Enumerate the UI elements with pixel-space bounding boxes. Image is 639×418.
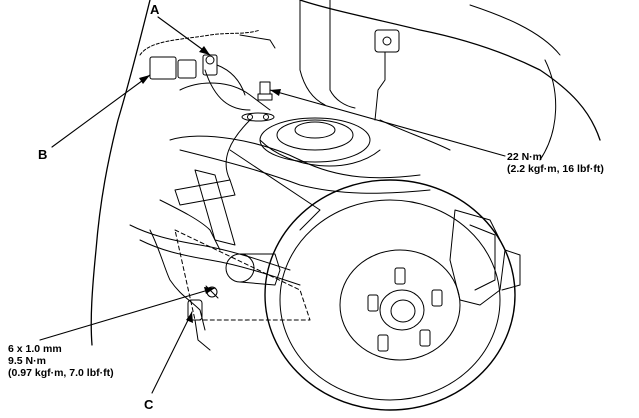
harness-bracket (374, 29, 400, 121)
sensor-connectors (139, 29, 276, 96)
hub-cylinder (174, 229, 311, 321)
brake-caliper (449, 209, 521, 306)
arrow-heads (139, 46, 281, 323)
torque-upper-value: 22 N·m (507, 151, 543, 163)
body-outline (90, 0, 601, 346)
torque-spec-lower: 6 x 1.0 mm 9.5 N·m (0.97 kgf·m, 7.0 lbf·… (8, 343, 114, 379)
upper-bolt (241, 81, 275, 122)
lower-arm-bracket (129, 169, 301, 286)
strut-assembly (225, 0, 381, 181)
knuckle-upper-arm (169, 69, 451, 231)
torque-upper-detail: (2.2 kgf·m, 16 lbf·ft) (507, 163, 604, 175)
torque-lower-detail: (0.97 kgf·m, 7.0 lbf·ft) (8, 367, 114, 379)
torque-lower-bolt-size: 6 x 1.0 mm (8, 343, 62, 355)
callout-a: A (150, 2, 160, 17)
torque-lower-value: 9.5 N·m (8, 355, 46, 367)
torque-spec-upper: 22 N·m (2.2 kgf·m, 16 lbf·ft) (507, 151, 604, 175)
leader-lines (39, 16, 506, 394)
callout-c: C (144, 397, 154, 412)
callout-b: B (38, 147, 48, 162)
brake-rotor (264, 179, 516, 411)
